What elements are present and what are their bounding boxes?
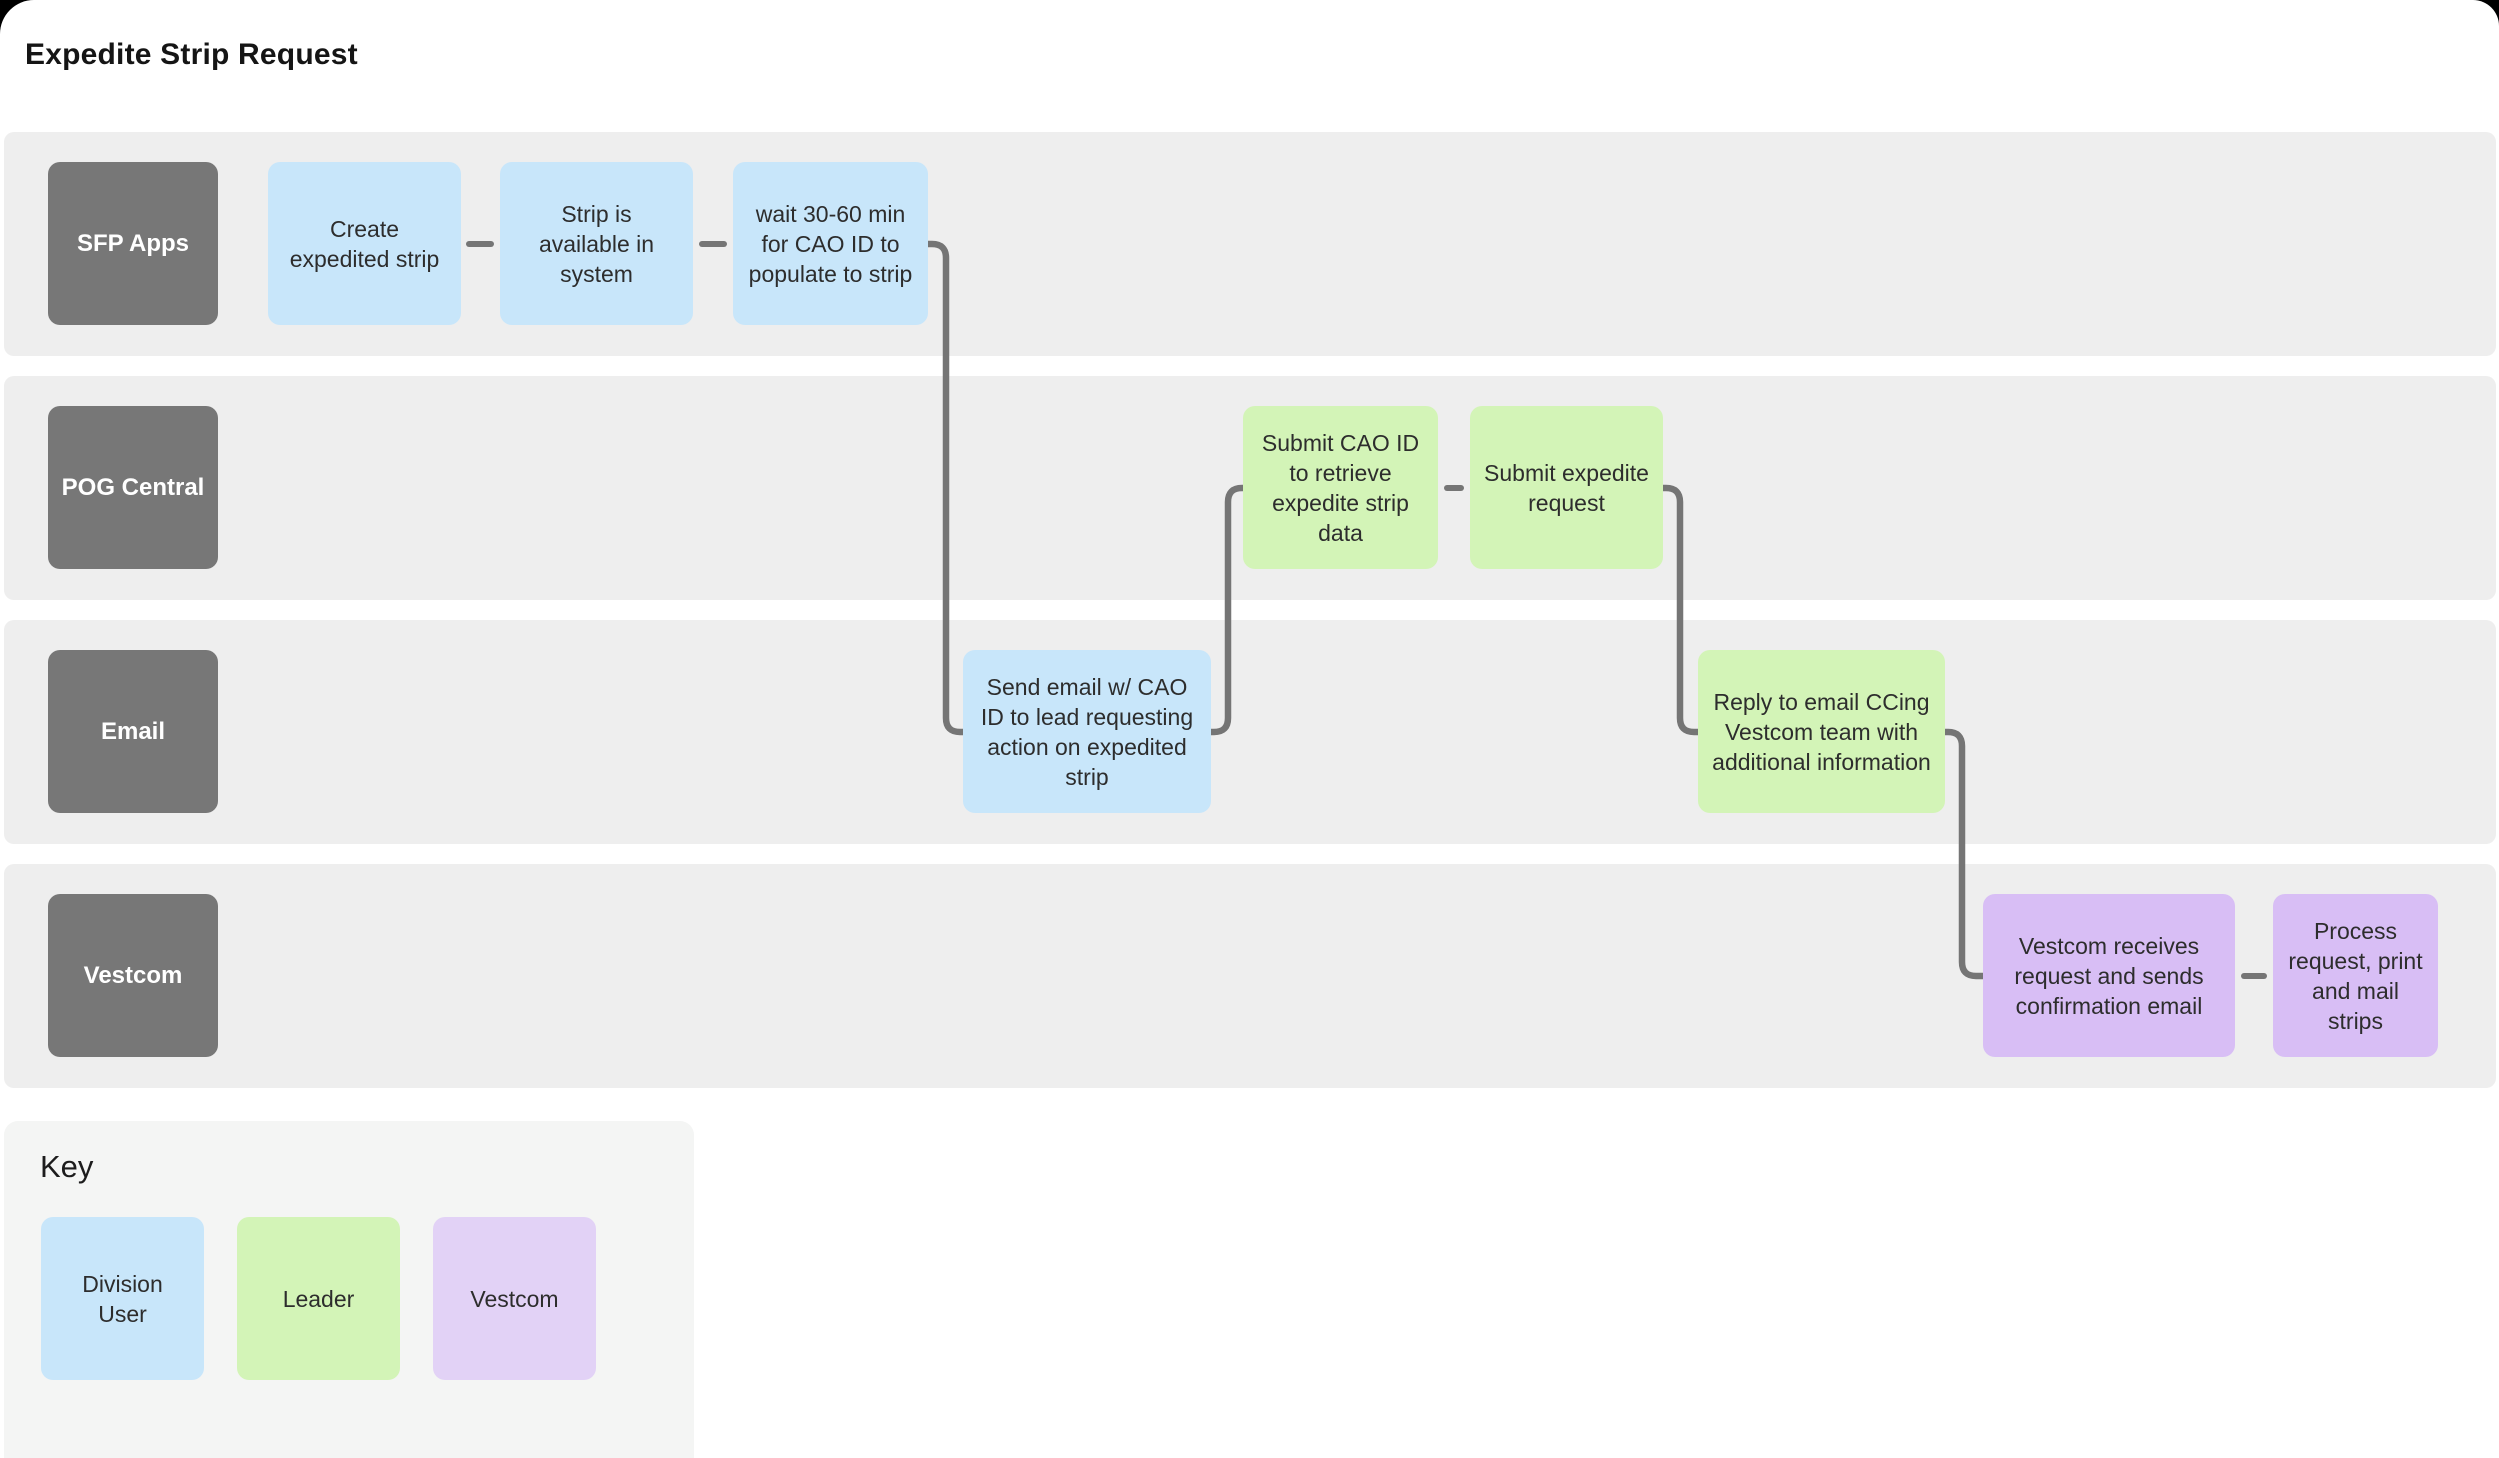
connector-dash-strip-to-wait (699, 241, 727, 247)
key-heading: Key (40, 1149, 94, 1184)
key-swatch-vestcom: Vestcom (433, 1217, 596, 1380)
connector-dash-create-to-strip (466, 241, 494, 247)
node-submit-cao-id: Submit CAO ID to retrieve expedite strip… (1243, 406, 1438, 569)
node-wait-for-cao-id: wait 30-60 min for CAO ID to populate to… (733, 162, 928, 325)
key-panel: Key Division User Leader Vestcom (4, 1121, 694, 1458)
node-process-request: Process request, print and mail strips (2273, 894, 2438, 1057)
node-strip-available-in-system: Strip is available in system (500, 162, 693, 325)
lane-label-vestcom: Vestcom (48, 894, 218, 1057)
node-create-expedited-strip: Create expedited strip (268, 162, 461, 325)
key-swatch-leader: Leader (237, 1217, 400, 1380)
swimlane-email: Email (4, 620, 2496, 844)
lane-label-email: Email (48, 650, 218, 813)
lane-label-sfp-apps: SFP Apps (48, 162, 218, 325)
key-swatch-division-user: Division User (41, 1217, 204, 1380)
node-send-email-with-cao-id: Send email w/ CAO ID to lead requesting … (963, 650, 1211, 813)
connector-dash-receives-to-process (2241, 973, 2267, 979)
node-vestcom-receives-request: Vestcom receives request and sends confi… (1983, 894, 2235, 1057)
page-title: Expedite Strip Request (25, 38, 358, 71)
connector-dash-submitcao-to-submitexpedite (1444, 485, 1464, 491)
lane-label-pog-central: POG Central (48, 406, 218, 569)
node-reply-to-email: Reply to email CCing Vestcom team with a… (1698, 650, 1945, 813)
node-submit-expedite-request: Submit expedite request (1470, 406, 1663, 569)
